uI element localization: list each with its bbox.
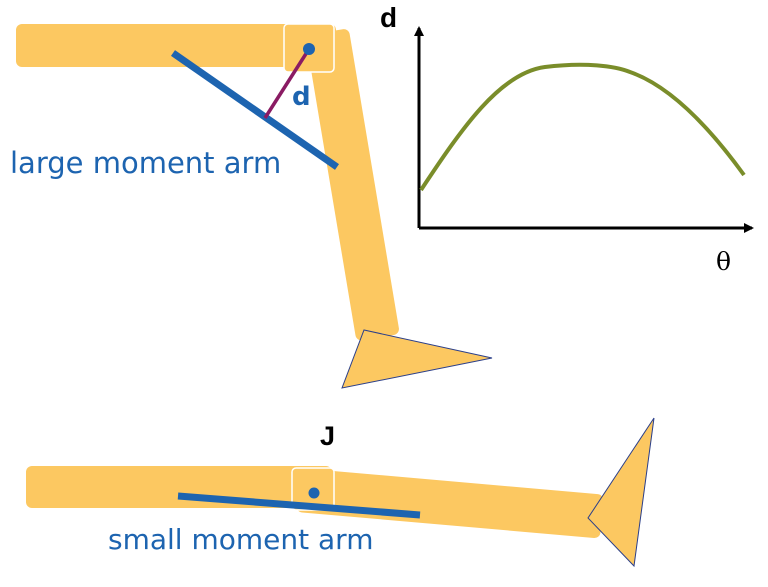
top-shank [306, 29, 399, 341]
bottom-foot [587, 417, 655, 568]
graph-y-axis-label: d [380, 2, 397, 33]
top-thigh [16, 24, 336, 67]
top-moment-arm-d [263, 48, 311, 119]
top-leg: d large moment arm [10, 23, 493, 389]
bottom-thigh [26, 466, 332, 508]
graph-curve [419, 62, 746, 192]
top-foot [341, 329, 493, 389]
bottom-leg: J small moment arm [26, 417, 655, 568]
bottom-moment-arm-label: small moment arm [108, 523, 373, 556]
bottom-joint-center [308, 487, 320, 499]
bottom-joint-label: J [320, 421, 335, 451]
d-vs-theta-graph: d θ [380, 2, 754, 276]
bottom-shank [296, 468, 604, 538]
top-muscle-line [171, 50, 339, 170]
top-moment-arm-label: large moment arm [10, 146, 281, 180]
top-d-label: d [292, 82, 311, 112]
graph-x-axis-label: θ [716, 247, 731, 276]
top-joint-center [303, 43, 315, 55]
bottom-muscle-line [177, 492, 421, 519]
